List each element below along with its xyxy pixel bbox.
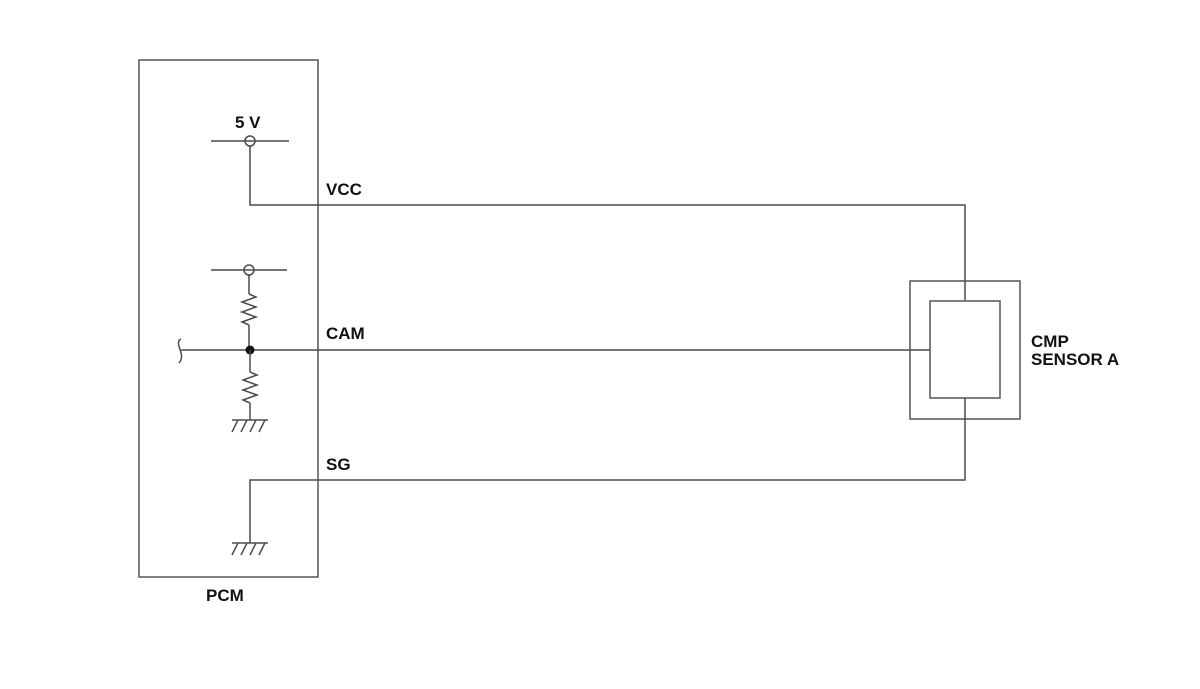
sensor-label-line2: SENSOR A [1031, 350, 1119, 369]
pcm-box [138, 59, 319, 578]
vcc-label: VCC [326, 180, 362, 199]
ground-symbol-sg [231, 542, 268, 556]
supply-voltage-label: 5 V [235, 113, 261, 132]
pcm-label: PCM [206, 586, 244, 605]
cam-label: CAM [326, 324, 365, 343]
sensor-outer-box [909, 280, 1021, 420]
sensor-label-line1: CMP [1031, 332, 1069, 351]
pulldown-resistor [240, 350, 260, 420]
supply-5v-terminal [211, 135, 289, 147]
pullup-resistor [239, 275, 259, 350]
input-break-mark [177, 338, 183, 364]
vcc-wire [249, 146, 966, 300]
ground-symbol-cam [231, 419, 268, 433]
pullup-terminal [211, 264, 287, 276]
sensor-inner-box [929, 300, 1001, 399]
sg-wire [249, 398, 966, 543]
sg-label: SG [326, 455, 351, 474]
